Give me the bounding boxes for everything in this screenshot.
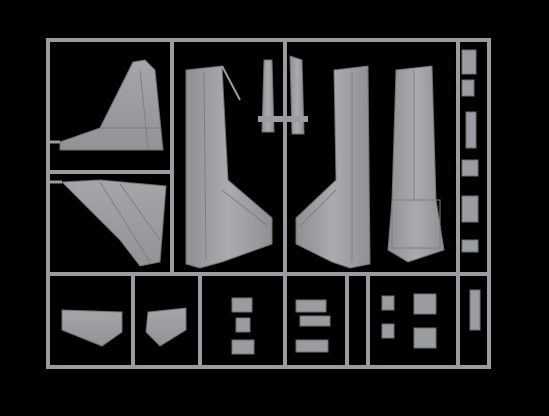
small-parts-column — [461, 49, 479, 253]
upper-fuselage-part — [387, 65, 445, 263]
horizontal-stabilizer-right — [145, 307, 187, 347]
landing-gear-parts — [231, 297, 331, 355]
outer-runner — [46, 38, 491, 369]
horizontal-stabilizer-left — [61, 309, 123, 347]
fuselage-half-left — [185, 65, 273, 269]
vertical-stabilizer-part — [48, 59, 164, 151]
wing-part-left — [48, 179, 167, 267]
canopy-frame-parts — [258, 55, 308, 135]
detail-parts-bottom-right — [381, 289, 481, 349]
fuselage-half-right — [295, 65, 371, 269]
sprue-runners — [46, 38, 491, 369]
